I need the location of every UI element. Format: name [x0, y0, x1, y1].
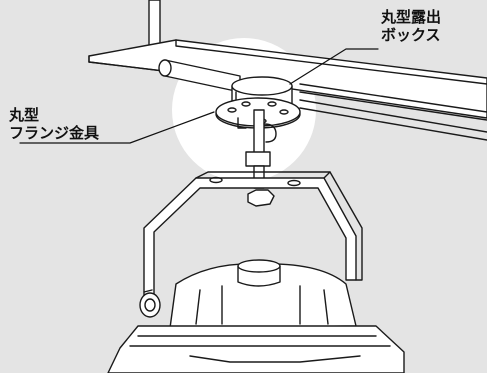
hanger-rod	[245, 109, 277, 189]
round-exposed-box-label-line1: 丸型露出	[381, 8, 442, 26]
round-bar	[158, 59, 241, 93]
round-exposed-box-label: 丸型露出 ボックス	[381, 8, 441, 44]
lower-housing	[107, 325, 405, 373]
round-flange-label-line1: 丸型	[9, 106, 40, 124]
callout-leaders	[19, 48, 379, 144]
u-bracket	[143, 171, 363, 313]
round-exposed-box-label-line2: ボックス	[381, 26, 441, 44]
top-nut	[247, 189, 275, 207]
flange-leader	[19, 111, 215, 144]
round-flange-label-line2: フランジ金具	[9, 124, 100, 142]
box-leader	[289, 48, 379, 85]
luminaire-body	[169, 259, 357, 329]
round-flange-label: 丸型 フランジ金具	[9, 106, 99, 142]
side-bolt	[139, 289, 161, 318]
